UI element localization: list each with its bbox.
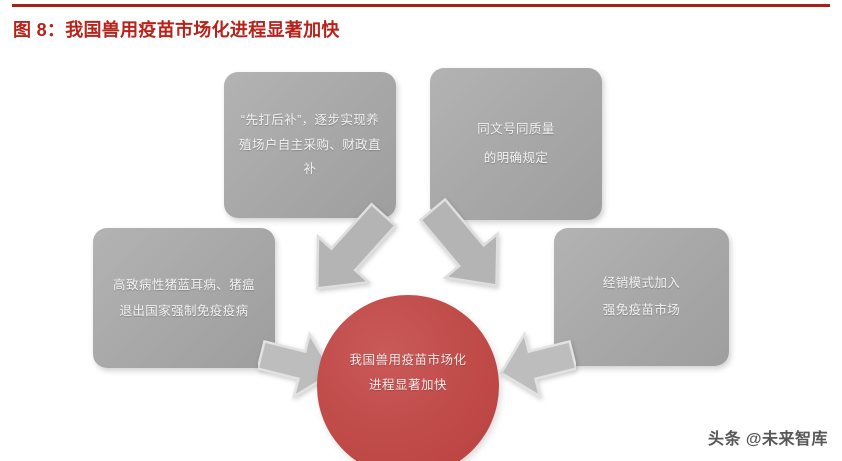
- diagram-node-middle-left[interactable]: 高致病性猪蓝耳病、猪瘟 退出国家强制免疫疫病: [93, 228, 275, 368]
- diagram-node-label: 经销模式加入 强免疫苗市场: [602, 275, 681, 318]
- diagram-hub-node[interactable]: 我国兽用疫苗市场化 进程显著加快: [317, 295, 499, 461]
- arrow-down-left-icon: [418, 197, 499, 287]
- diagram-node-label: 同文号同质量 的明确规定: [477, 122, 555, 165]
- diagram-node-label: “先打后补”，逐步实现养 殖场户自主采购、财政直补: [239, 113, 381, 177]
- arrow-right-icon: [258, 330, 335, 399]
- diagram-node-top-left[interactable]: “先打后补”，逐步实现养 殖场户自主采购、财政直补: [224, 72, 396, 218]
- diagram-node-label: 高致病性猪蓝耳病、猪瘟 退出国家强制免疫疫病: [113, 277, 255, 318]
- arrow-left-icon: [499, 330, 576, 399]
- diagram-canvas: “先打后补”，逐步实现养 殖场户自主采购、财政直补 同文号同质量 的明确规定 高…: [0, 50, 842, 461]
- header-rule: [12, 4, 830, 7]
- diagram-node-top-right[interactable]: 同文号同质量 的明确规定: [430, 68, 602, 220]
- diagram-node-middle-right[interactable]: 经销模式加入 强免疫苗市场: [554, 228, 729, 366]
- arrow-down-right-icon: [315, 202, 398, 290]
- page-title: 图 8：我国兽用疫苗市场化进程显著加快: [13, 20, 340, 40]
- diagram-hub-label: 我国兽用疫苗市场化 进程显著加快: [349, 353, 467, 392]
- watermark: 头条 @未来智库: [707, 431, 828, 448]
